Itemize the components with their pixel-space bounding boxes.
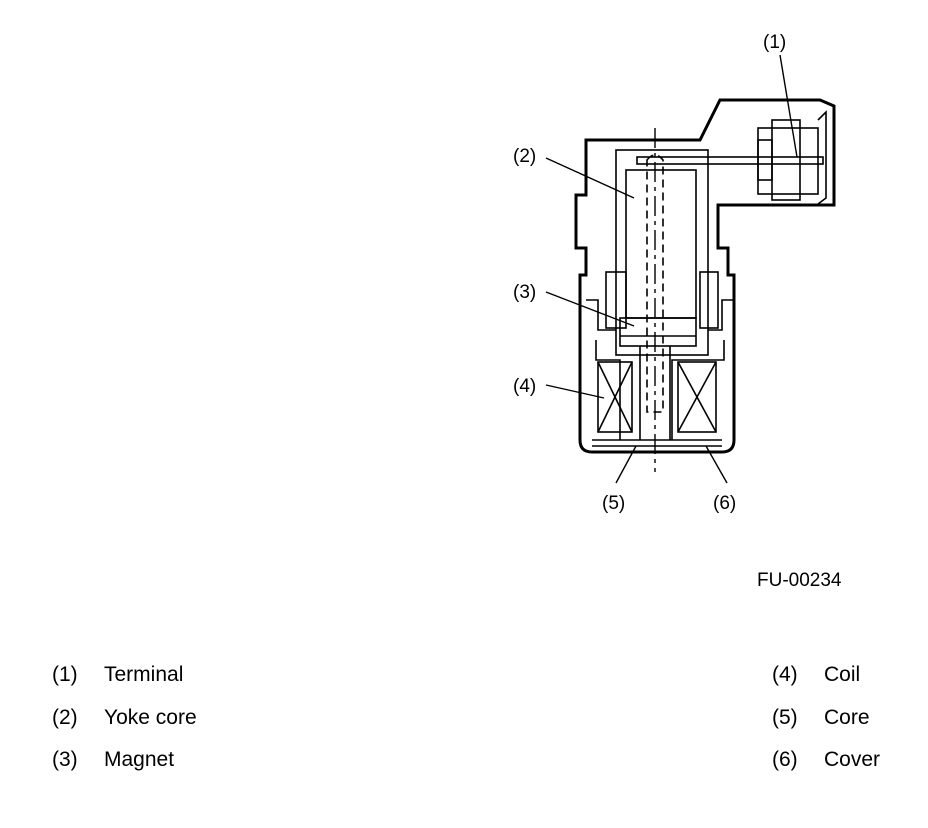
leader-2 xyxy=(545,157,635,199)
cover xyxy=(592,439,722,447)
leader-1 xyxy=(779,54,798,158)
legend-number: (3) xyxy=(52,748,78,771)
legend-label: Core xyxy=(824,706,870,729)
yoke-core-frame xyxy=(615,149,709,356)
legend-number: (6) xyxy=(772,748,798,771)
leader-3 xyxy=(545,291,635,327)
housing-outline xyxy=(574,98,836,454)
legend-number: (4) xyxy=(772,663,798,686)
coil-right xyxy=(677,361,717,433)
figure-id: FU-00234 xyxy=(757,570,842,591)
terminal-strip xyxy=(636,156,824,165)
callout-1: (1) xyxy=(763,32,786,53)
magnet xyxy=(619,317,697,347)
callout-5: (5) xyxy=(602,493,625,514)
leader-4 xyxy=(545,384,605,399)
legend-number: (1) xyxy=(52,663,78,686)
legend-label: Cover xyxy=(824,748,881,771)
legend-label: Coil xyxy=(824,663,861,686)
callout-4: (4) xyxy=(513,376,536,397)
callout-6: (6) xyxy=(713,493,736,514)
legend-number: (5) xyxy=(772,706,798,729)
leader-6 xyxy=(705,445,728,484)
plunger-dashed xyxy=(646,154,664,413)
legend-number: (2) xyxy=(52,706,78,729)
core xyxy=(639,346,671,440)
leader-5 xyxy=(615,445,637,484)
callout-2: (2) xyxy=(513,146,536,167)
legend-label: Magnet xyxy=(104,748,175,771)
solenoid-cross-section-diagram: (1) (2) (3) (4) (5) (6) xyxy=(513,32,836,514)
callout-3: (3) xyxy=(513,282,536,303)
legend-label: Terminal xyxy=(104,663,184,686)
connector-body xyxy=(757,127,819,195)
legend-label: Yoke core xyxy=(104,706,197,729)
